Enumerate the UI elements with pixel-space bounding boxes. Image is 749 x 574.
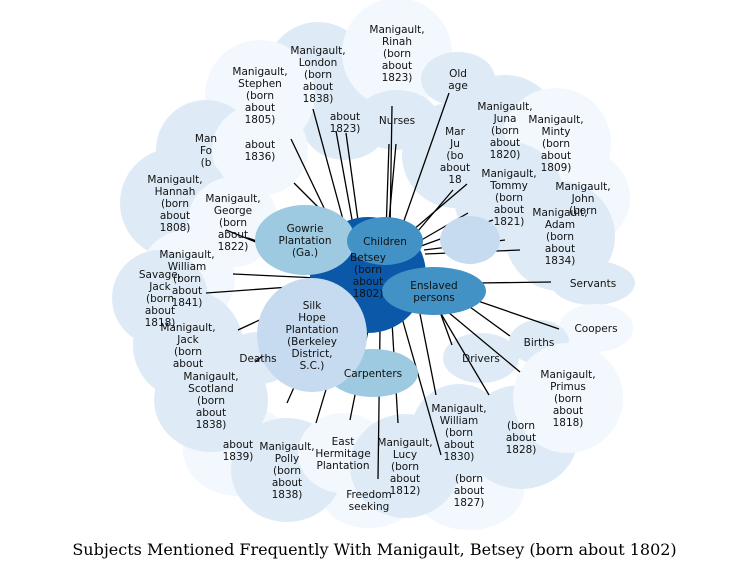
foreground-nodes <box>255 205 500 397</box>
label-carpenters: Carpenters <box>344 368 402 380</box>
edge-manigault-1828 <box>439 311 490 396</box>
diagram-caption: Subjects Mentioned Frequently With Manig… <box>72 540 677 559</box>
label-servants: Servants <box>570 278 616 290</box>
edge-old-age <box>399 92 450 233</box>
edge-births <box>469 306 511 337</box>
edge-manigault-1827 <box>401 317 442 456</box>
node-manigault-william-1830 <box>411 384 507 480</box>
label-drivers: Drivers <box>462 353 500 365</box>
label-manigault-john: Manigault,John(born <box>555 181 610 217</box>
node-coopers <box>559 304 633 352</box>
label-deaths: Deaths <box>239 353 276 365</box>
node-children <box>347 217 423 265</box>
node-slaves <box>440 216 500 264</box>
edge-manigault-london <box>312 108 349 239</box>
node-servants <box>551 261 635 305</box>
node-gowrie <box>255 205 355 275</box>
edge-manigault-william-1841 <box>232 273 319 279</box>
edge-coopers <box>474 299 560 330</box>
edge-manigault-mary <box>411 189 454 239</box>
label-births: Births <box>524 337 555 349</box>
edge-drivers <box>439 311 453 346</box>
node-manigault-1836 <box>212 104 308 196</box>
node-drivers <box>443 333 519 383</box>
node-enslaved-persons <box>382 267 486 315</box>
node-silk-hope <box>257 278 367 392</box>
label-nurses: Nurses <box>379 115 415 127</box>
edge-servants <box>477 281 552 284</box>
edge-manigault-1823 <box>335 130 356 237</box>
edge-manigault-primus <box>447 311 521 373</box>
node-manigault-scotland <box>154 348 268 452</box>
node-manigault-primus <box>513 343 623 453</box>
edge-manigault-rinah <box>389 105 393 233</box>
edge-manigault-william-1830 <box>419 313 437 396</box>
label-coopers: Coopers <box>574 323 617 335</box>
label-children: Children <box>363 236 407 248</box>
